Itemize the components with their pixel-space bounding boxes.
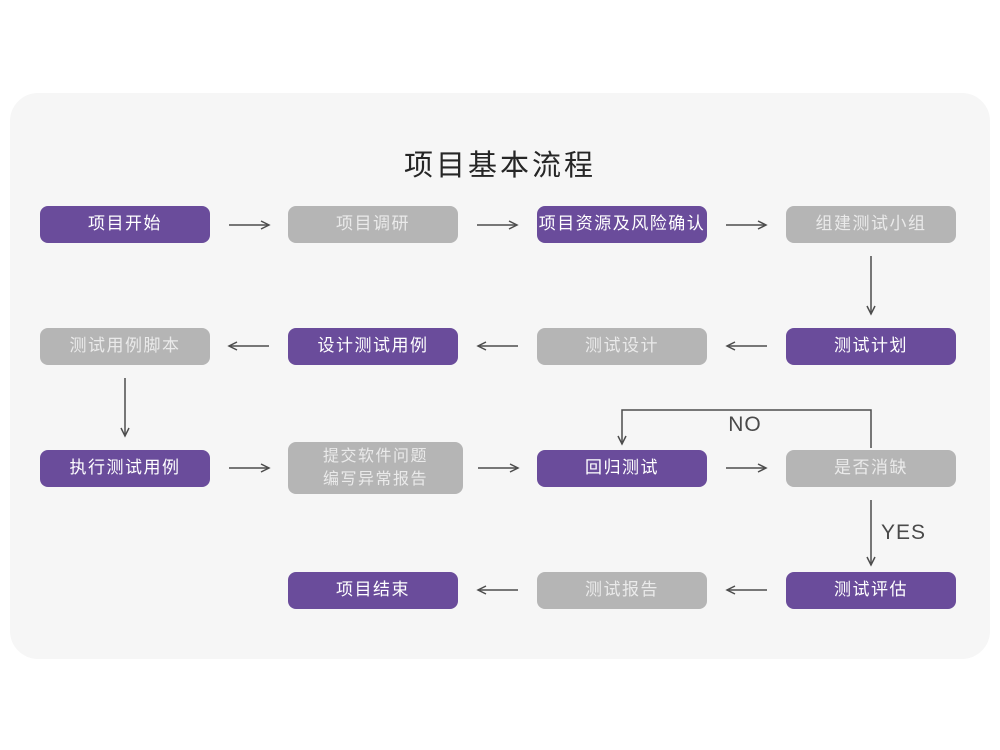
flow-node-defect-cleared: 是否消缺 xyxy=(786,450,956,487)
flow-node-test-case-script: 测试用例脚本 xyxy=(40,328,210,365)
flow-node-test-report: 测试报告 xyxy=(537,572,707,609)
flow-node-project-research: 项目调研 xyxy=(288,206,458,243)
flow-node-submit-issue-report: 提交软件问题 编写异常报告 xyxy=(288,442,463,494)
diagram-card xyxy=(10,93,990,659)
flow-node-project-start: 项目开始 xyxy=(40,206,210,243)
flow-node-resource-risk: 项目资源及风险确认 xyxy=(537,206,707,243)
flow-node-test-plan: 测试计划 xyxy=(786,328,956,365)
flow-node-execute-test-case: 执行测试用例 xyxy=(40,450,210,487)
flow-node-build-test-team: 组建测试小组 xyxy=(786,206,956,243)
flow-node-test-design: 测试设计 xyxy=(537,328,707,365)
flow-node-test-evaluation: 测试评估 xyxy=(786,572,956,609)
flow-node-design-test-case: 设计测试用例 xyxy=(288,328,458,365)
page-title: 项目基本流程 xyxy=(403,150,596,182)
yes-branch-label: YES xyxy=(881,521,927,544)
flow-node-project-end: 项目结束 xyxy=(288,572,458,609)
no-branch-label: NO xyxy=(728,413,762,436)
flow-node-regression-test: 回归测试 xyxy=(537,450,707,487)
